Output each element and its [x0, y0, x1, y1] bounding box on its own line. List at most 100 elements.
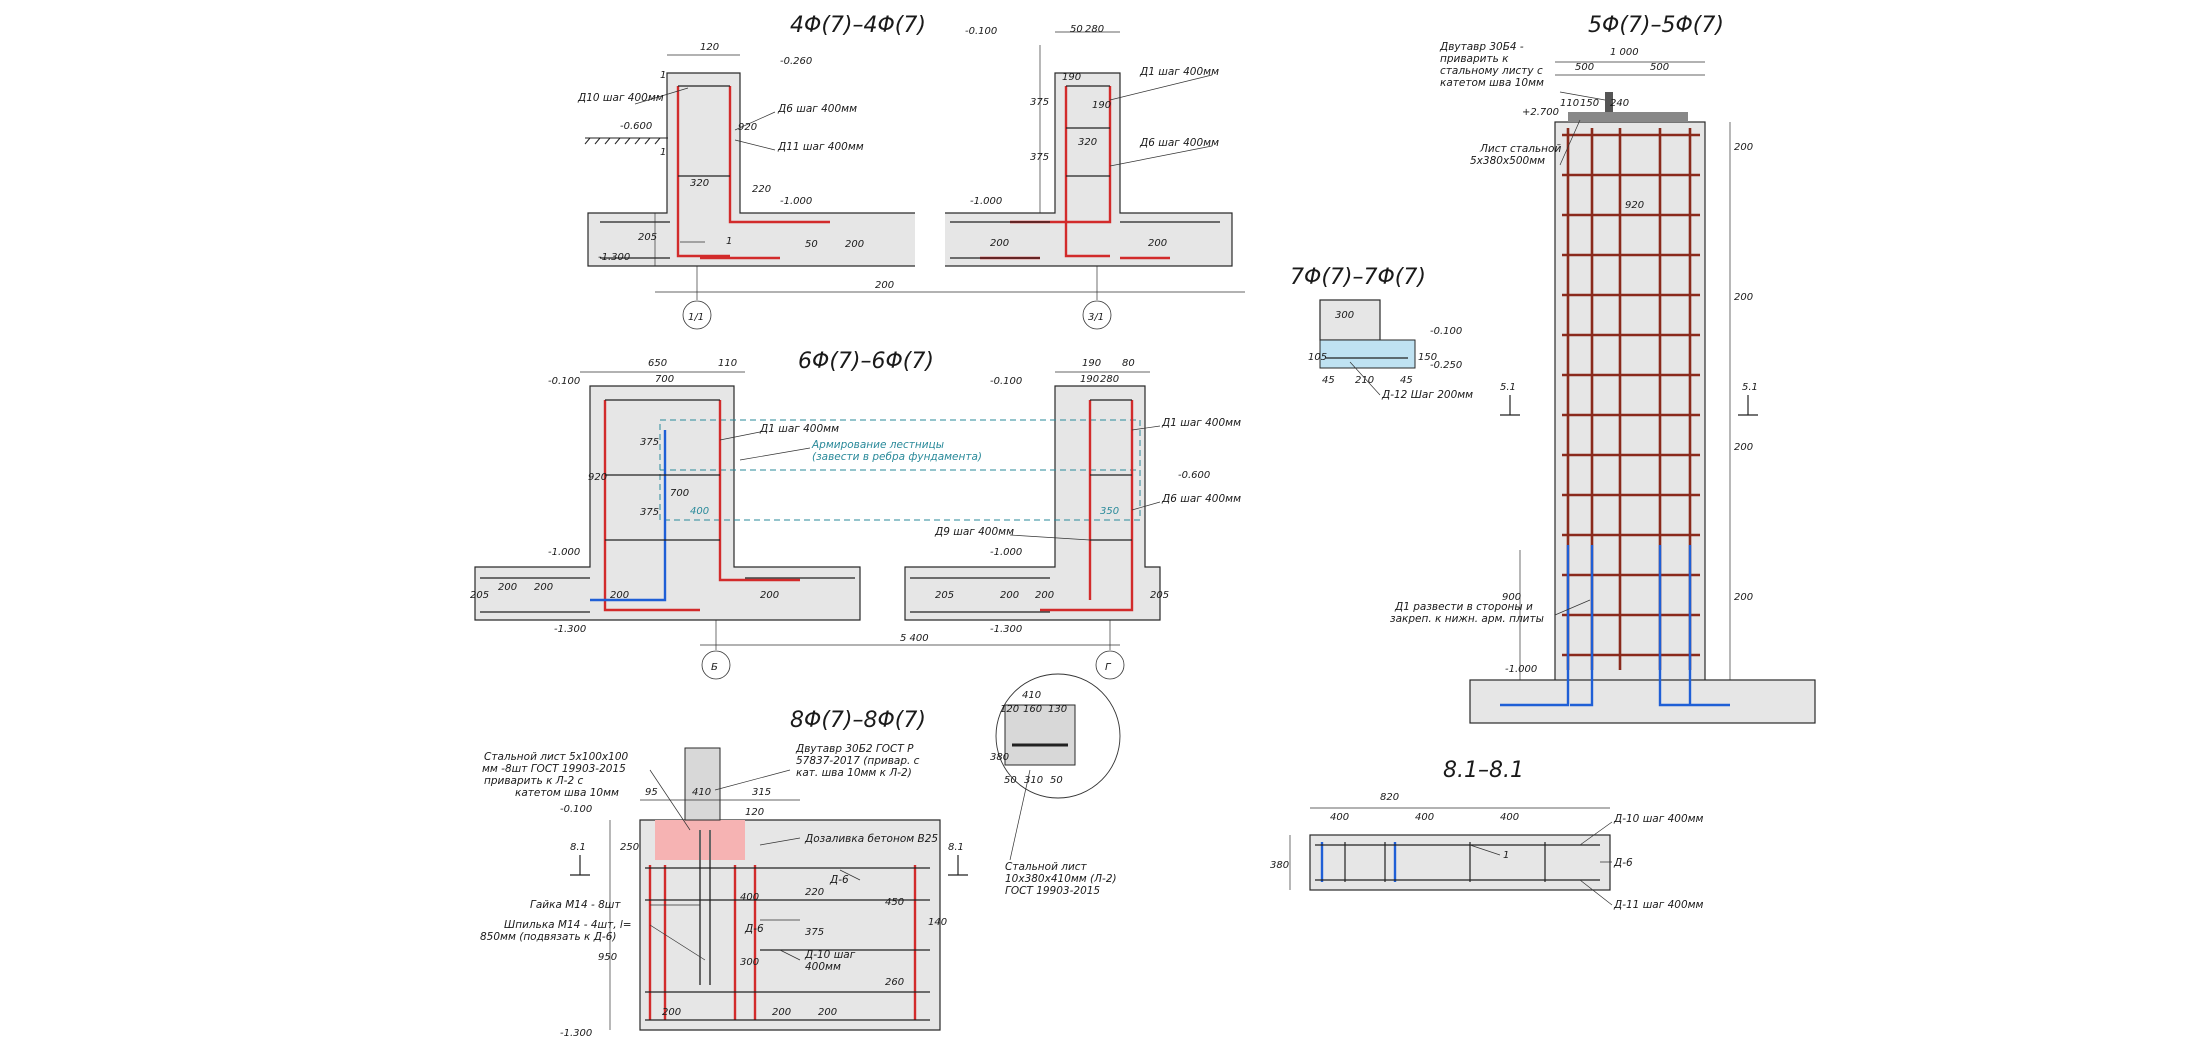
note: Д-10 шаг 400мм — [1613, 813, 1704, 825]
dim: 200 — [1035, 590, 1054, 601]
dim: 320 — [1078, 137, 1097, 148]
note: 400мм — [805, 961, 841, 973]
dim: 200 — [845, 239, 864, 250]
dim: 210 — [1355, 375, 1374, 386]
note: Стальной лист 5х100х100 — [484, 751, 629, 763]
dim: 45 — [1400, 375, 1413, 386]
note: Д1 шаг 400мм — [1161, 417, 1241, 429]
dim: 205 — [935, 590, 954, 601]
dim: 1 — [660, 70, 666, 81]
dim: 150 — [1580, 98, 1599, 109]
dim: 200 — [1148, 238, 1167, 249]
steel-ibeam — [684, 747, 721, 821]
axis-label: Г — [1105, 662, 1112, 673]
section-7-7-title: 7Φ(7)–7Φ(7) — [1290, 265, 1426, 290]
level-mark: -0.260 — [780, 56, 812, 67]
note: (завести в ребра фундамента) — [812, 451, 982, 463]
dim: 105 — [1308, 352, 1327, 363]
note: Д11 шаг 400мм — [777, 141, 864, 153]
dim: 900 — [1502, 592, 1521, 603]
dim: 400 — [1330, 812, 1349, 823]
dim: 315 — [752, 787, 771, 798]
note: 850мм (подвязать к Д-6) — [480, 931, 616, 943]
dim: 410 — [692, 787, 711, 798]
dim: 95 — [645, 787, 658, 798]
dim: 200 — [1734, 142, 1753, 153]
dim: 110 — [718, 358, 737, 369]
dim: 350 — [1100, 506, 1119, 517]
dim: 400 — [690, 506, 709, 517]
dim: 410 — [1022, 690, 1041, 701]
axis-label: 3/1 — [1088, 312, 1104, 323]
section-4-4: 4Φ(7)–4Φ(7) 120 1 920 1 320 220 205 50 — [577, 13, 1245, 330]
dim: 130 — [1048, 704, 1067, 715]
note: Д6 шаг 400мм — [777, 103, 857, 115]
section-5-5-dim-lines — [1519, 61, 1731, 680]
note: катетом шва 10мм — [1440, 77, 1544, 89]
note: ГОСТ 19903-2015 — [1005, 885, 1100, 897]
dim: 120 — [745, 807, 764, 818]
dim: 190 — [1080, 374, 1099, 385]
note: Д-6 — [829, 874, 849, 886]
dim: 200 — [1734, 292, 1753, 303]
dim: 820 — [1380, 792, 1399, 803]
section-8-1-concrete — [1309, 834, 1611, 891]
dim: 280 — [1100, 374, 1119, 385]
rebar-6-right — [1040, 400, 1134, 612]
cut-mark-left — [570, 855, 590, 876]
dim: 400 — [1415, 812, 1434, 823]
note: Д1 развести в стороны и — [1394, 601, 1533, 613]
leaders-5-5 — [1554, 91, 1606, 616]
cut-label: 8.1 — [948, 842, 964, 853]
dim: 375 — [640, 437, 659, 448]
rebar-8-stirrups — [645, 867, 930, 1021]
cut-mark-right — [948, 855, 968, 876]
dim: 200 — [1000, 590, 1019, 601]
axis-label: Б — [711, 662, 718, 673]
level-mark: -0.100 — [548, 376, 580, 387]
dim: 50 — [805, 239, 818, 250]
level-mark: -0.100 — [1430, 326, 1462, 337]
section-5-5: 5Φ(7)–5Φ(7) 1 000 500 500 110 150 240 92… — [1390, 13, 1816, 724]
axis-bubble — [1095, 650, 1125, 680]
axis-bubble — [1082, 300, 1112, 330]
section-7-7: 7Φ(7)–7Φ(7) 300 105 150 210 45 45 -0.100… — [1290, 265, 1473, 401]
section-4-4-title: 4Φ(7)–4Φ(7) — [790, 13, 926, 38]
ground-hatch — [584, 137, 668, 145]
note: Двутавр 30Б2 ГОСТ Р — [795, 743, 914, 755]
note: кат. шва 10мм к Л-2) — [796, 767, 912, 779]
section-8-1: 8.1–8.1 820 400 400 400 380 Д-10 шаг 400… — [1270, 758, 1704, 911]
section-8-8-concrete — [639, 819, 941, 1031]
dim: 200 — [662, 1007, 681, 1018]
note: Шпилька М14 - 4шт, l= — [504, 919, 632, 931]
section-6-6-title: 6Φ(7)–6Φ(7) — [798, 349, 934, 374]
level-mark: -1.300 — [990, 624, 1022, 635]
slab-break — [915, 205, 945, 275]
note: Д-6 — [744, 923, 764, 935]
dim: 200 — [610, 590, 629, 601]
dim: 200 — [772, 1007, 791, 1018]
rebar-6-left — [603, 400, 800, 612]
note: Лист стальной — [1479, 143, 1561, 155]
section-6-6-concrete-right — [904, 385, 1161, 621]
dim: 650 — [648, 358, 667, 369]
note: стальному листу с — [1440, 65, 1543, 77]
note: Двутавр 30Б4 - — [1439, 41, 1524, 53]
section-4-4-dim-lines — [654, 31, 1245, 293]
note: Дозаливка бетоном В25 — [804, 833, 938, 845]
note: Д-10 шаг — [804, 949, 856, 961]
section-6-6: 6Φ(7)–6Φ(7) 650 700 110 190 190 280 80 9… — [470, 349, 1241, 680]
note: Д6 шаг 400мм — [1161, 493, 1241, 505]
dim: 200 — [818, 1007, 837, 1018]
section-5-5-title: 5Φ(7)–5Φ(7) — [1588, 13, 1724, 38]
note: 57837-2017 (привар. с — [796, 755, 920, 767]
rebar-8-1 — [1315, 842, 1600, 882]
dim: 200 — [760, 590, 779, 601]
section-6-6-concrete-left — [474, 385, 861, 621]
cut-mark-right — [1738, 395, 1758, 416]
dim: 45 — [1322, 375, 1335, 386]
dim: 50 — [1050, 775, 1063, 786]
steel-ibeam — [1605, 92, 1613, 122]
note: катетом шва 10мм — [515, 787, 619, 799]
